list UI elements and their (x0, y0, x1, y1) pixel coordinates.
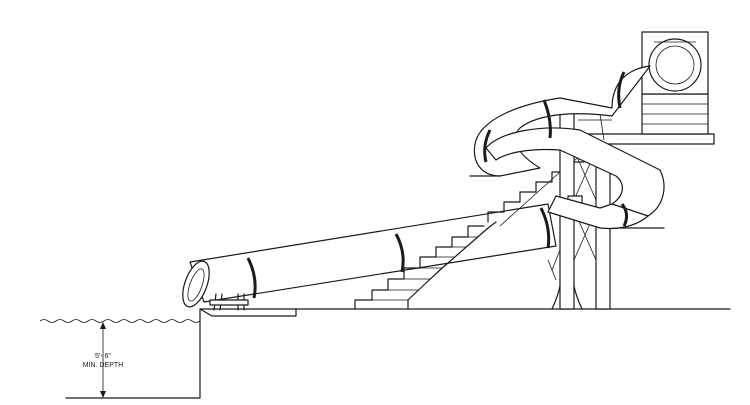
depth-annotation: 5'- 6" MIN. DEPTH (80, 352, 126, 370)
tube-exit-inner (187, 268, 205, 302)
spiral-return-tube (547, 195, 649, 230)
pool-wall (65, 308, 297, 399)
lower-slide-tube (182, 203, 557, 311)
spiral-hangers (547, 113, 612, 281)
upper-stair-flight (487, 151, 601, 223)
tube-exit-mouth (182, 260, 210, 308)
tube-flange-3 (539, 207, 551, 249)
tower-braces (573, 149, 597, 261)
depth-value: 5'- 6" (95, 353, 111, 360)
spiral-slide-section (469, 65, 665, 281)
column-base-flare (551, 285, 583, 310)
lower-tube-body (189, 203, 557, 303)
exit-support-base (209, 299, 249, 306)
spiral-upper-tube (473, 65, 651, 177)
water-surface (39, 319, 201, 323)
tube-flange-1 (246, 257, 257, 299)
pool-and-ground (39, 308, 731, 399)
depth-arrow-bottom (100, 391, 106, 398)
tube-flange-2 (394, 233, 405, 273)
spiral-flange-1 (617, 71, 626, 109)
start-deck-steps (642, 103, 708, 125)
start-tub-outer (648, 38, 702, 92)
spiral-flange-2 (542, 99, 552, 139)
spiral-flange-3 (483, 129, 492, 163)
start-tub-inner (655, 45, 695, 85)
lower-stair-stringer (407, 221, 497, 309)
lower-stair-treads (355, 236, 478, 301)
depth-label-text: MIN. DEPTH (82, 362, 124, 369)
deck-slab (199, 308, 297, 317)
spiral-flange-4 (620, 203, 629, 227)
depth-arrow-top (100, 322, 106, 329)
